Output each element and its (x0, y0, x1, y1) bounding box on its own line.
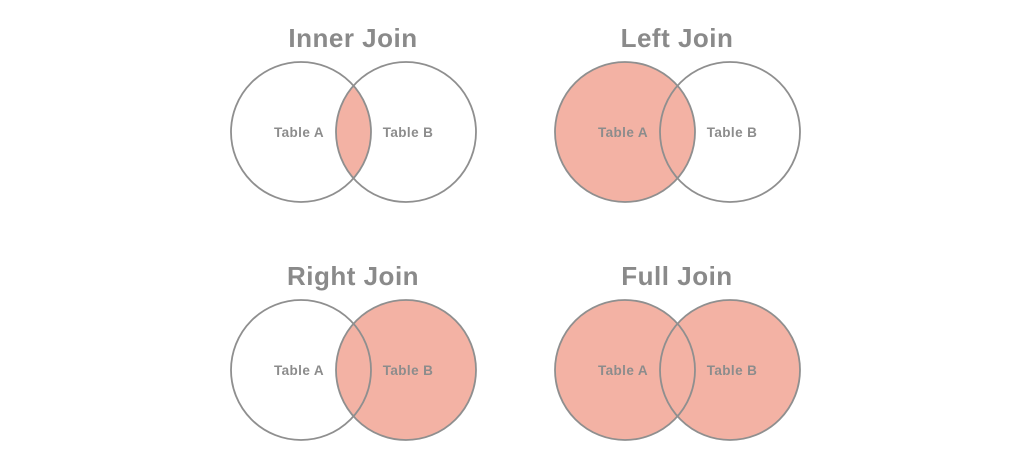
circle-table-b (660, 300, 800, 440)
table-b-label: Table B (707, 125, 758, 140)
circle-table-b (336, 300, 476, 440)
circle-table-a (231, 62, 371, 202)
circle-table-a (555, 62, 695, 202)
venn-diagram-full-join: Table A Table B (554, 299, 801, 441)
venn-diagram-left-join: Table A Table B (554, 61, 801, 203)
table-b-label: Table B (383, 125, 434, 140)
table-a-label: Table A (598, 125, 648, 140)
diagram-right-join: Right Join Table A Table B (228, 260, 478, 444)
circle-table-a (555, 300, 695, 440)
table-b-label: Table B (707, 363, 758, 378)
diagram-left-join: Left Join Table A Table B (552, 22, 802, 206)
circle-table-b (336, 62, 476, 202)
table-a-label: Table A (274, 363, 324, 378)
diagram-title: Right Join (286, 261, 420, 291)
table-a-label: Table A (598, 363, 648, 378)
circle-table-a-outline (554, 61, 696, 203)
circle-table-a-outline (554, 299, 696, 441)
venn-diagram-right-join: Table A Table B (230, 299, 477, 441)
circle-table-b-outline (659, 299, 801, 441)
circle-table-a-outline (230, 61, 372, 203)
diagram-full-join: Full Join Table A Table B (552, 260, 802, 444)
diagram-title: Full Join (621, 261, 733, 291)
circle-table-a (231, 300, 371, 440)
circle-table-b (660, 62, 800, 202)
circle-table-b-outline (659, 61, 801, 203)
diagram-title: Inner Join (288, 23, 418, 53)
circle-table-b-outline (335, 299, 477, 441)
diagram-title: Left Join (620, 23, 734, 53)
table-b-label: Table B (383, 363, 434, 378)
venn-diagram-inner-join: Table A Table B (230, 61, 477, 203)
diagram-inner-join: Inner Join Table A Table B (228, 22, 478, 206)
circle-table-a-outline (230, 299, 372, 441)
circle-table-b-outline (335, 61, 477, 203)
table-a-label: Table A (274, 125, 324, 140)
